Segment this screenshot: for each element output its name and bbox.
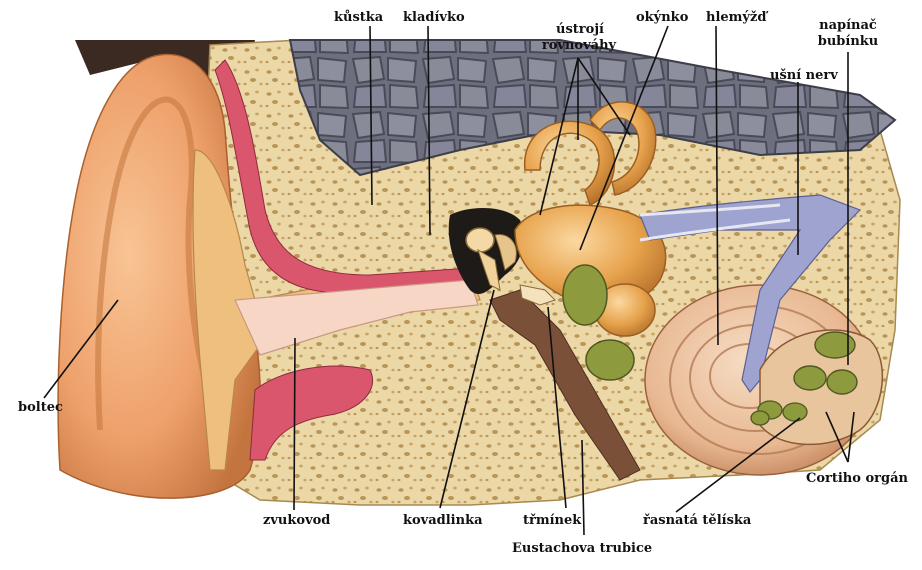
- section-duct-1: [815, 332, 855, 358]
- section-duct-5: [783, 403, 807, 421]
- hammer-head: [466, 228, 494, 252]
- section-duct-2: [794, 366, 826, 390]
- label-kladivko: kladívko: [403, 10, 465, 26]
- label-napinac-line1: napínač: [812, 18, 884, 34]
- label-okynko: okýnko: [636, 10, 688, 26]
- label-kustka: kůstka: [334, 10, 383, 26]
- round-window-tissue: [586, 340, 634, 380]
- label-eustachova: Eustachova trubice: [512, 541, 652, 557]
- label-ustroji-line2: rovnováhy: [536, 38, 622, 54]
- label-ustroji-line1: ústrojí: [545, 22, 615, 38]
- label-napinac-line2: bubínku: [812, 34, 884, 50]
- label-usni-nerv: ušní nerv: [770, 68, 838, 84]
- section-duct-6: [751, 411, 769, 425]
- label-zvukovod: zvukovod: [263, 513, 330, 529]
- label-cortiho: Cortiho orgán: [806, 471, 908, 487]
- section-duct-3: [827, 370, 857, 394]
- label-kovadlinka: kovadlinka: [403, 513, 483, 529]
- label-hlemyzd: hlemýžď: [706, 10, 766, 26]
- oval-window-tissue: [563, 265, 607, 325]
- label-boltec: boltec: [18, 400, 63, 416]
- leader-zvukovod: [294, 338, 295, 510]
- label-rasnata: řasnatá tělíska: [643, 513, 751, 529]
- label-trminek: třmínek: [523, 513, 581, 529]
